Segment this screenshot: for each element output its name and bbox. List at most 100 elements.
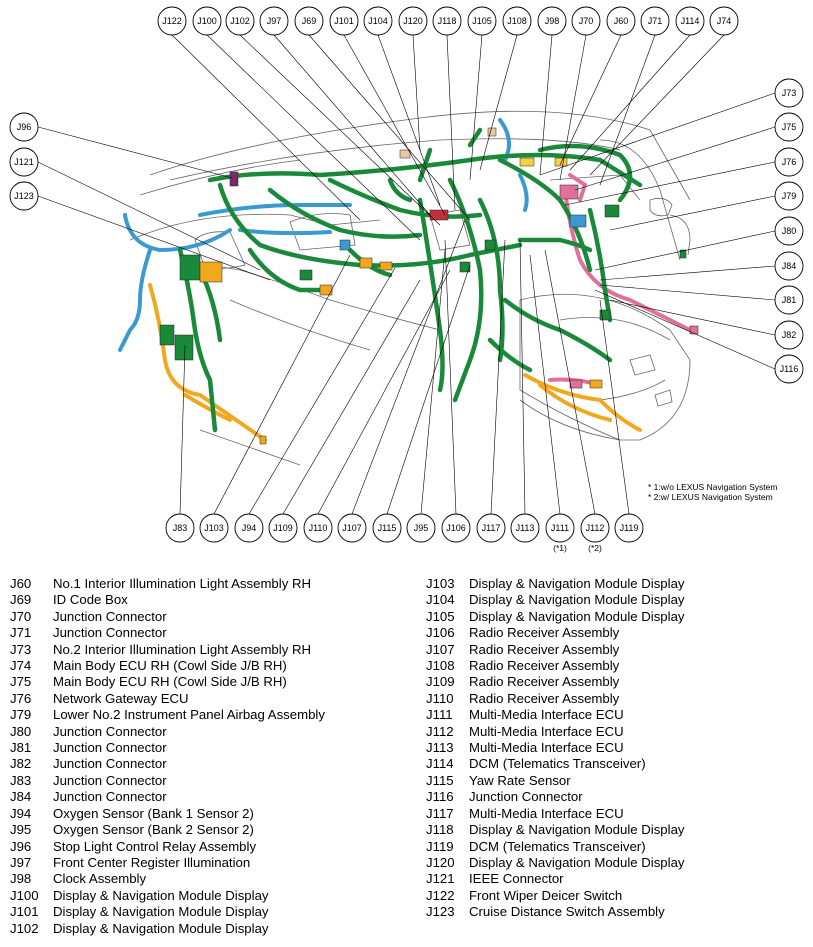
svg-text:J105: J105: [472, 16, 492, 26]
legend-description: Radio Receiver Assembly: [469, 674, 620, 690]
callout-j115: J115: [372, 513, 402, 543]
legend-description: Display & Navigation Module Display: [53, 887, 269, 903]
callout-j117: J117: [476, 513, 506, 543]
legend-code: J110: [426, 690, 454, 706]
svg-text:J69: J69: [302, 16, 317, 26]
callout-j121: J121: [9, 147, 39, 177]
leader-line: [317, 269, 451, 515]
legend-description: No.2 Interior Illumination Light Assembl…: [53, 641, 311, 657]
legend-description: Radio Receiver Assembly: [469, 641, 620, 657]
legend-code: J98: [10, 871, 32, 887]
connector-blocks: [159, 127, 699, 445]
legend-code: J114: [426, 756, 454, 772]
leader-line: [519, 239, 526, 515]
legend-description: Multi-Media Interface ECU: [469, 707, 624, 723]
svg-text:J120: J120: [403, 16, 423, 26]
legend-code: J109: [426, 674, 455, 690]
legend-description: Display & Navigation Module Display: [53, 904, 269, 920]
callout-j79: J79: [774, 181, 804, 211]
legend-description: Junction Connector: [53, 723, 167, 739]
svg-text:J98: J98: [545, 16, 560, 26]
callout-j84: J84: [774, 251, 804, 281]
legend-code: J60: [10, 576, 32, 591]
callout-j96: J96: [9, 112, 39, 142]
callout-j73: J73: [774, 78, 804, 108]
leader-line: [574, 126, 776, 191]
svg-text:J97: J97: [267, 16, 282, 26]
svg-text:J116: J116: [780, 364, 799, 374]
legend-row: J111 Multi-Media Interface ECU: [426, 707, 806, 723]
legend-code: J75: [10, 674, 32, 690]
svg-text:J121: J121: [14, 157, 34, 167]
leader-line: [599, 284, 776, 301]
legend-description: Radio Receiver Assembly: [469, 658, 620, 674]
svg-text:J109: J109: [273, 523, 293, 533]
leader-line: [609, 195, 776, 231]
legend-description: DCM (Telematics Transceiver): [469, 756, 646, 772]
legend-description: Multi-Media Interface ECU: [469, 805, 624, 821]
legend-row: J98 Clock Assembly: [10, 871, 410, 887]
svg-text:J118: J118: [438, 16, 457, 26]
svg-text:J101: J101: [334, 16, 354, 26]
legend-code: J113: [426, 740, 454, 756]
legend-description: Junction Connector: [469, 789, 583, 805]
legend-description: Display & Navigation Module Display: [469, 592, 685, 608]
legend-description: Display & Navigation Module Display: [469, 822, 685, 838]
leader-line: [171, 34, 361, 221]
legend-code: J112: [426, 723, 454, 739]
callout-j102: J102: [225, 6, 255, 36]
legend-description: Oxygen Sensor (Bank 1 Sensor 2): [53, 805, 254, 821]
svg-text:J122: J122: [162, 16, 182, 26]
legend-code: J74: [10, 658, 32, 674]
leader-line: [564, 161, 776, 206]
callout-j60: J60: [606, 6, 636, 36]
svg-text:J119: J119: [620, 523, 639, 533]
legend-code: J122: [426, 887, 455, 903]
leader-line: [569, 34, 691, 171]
leader-line: [529, 254, 561, 515]
callout-j109: J109: [268, 513, 298, 543]
callout-j118: J118: [432, 6, 462, 36]
svg-text:J76: J76: [782, 157, 797, 167]
callout-j70: J70: [571, 6, 601, 36]
callout-j107: J107: [337, 513, 367, 543]
svg-text:J112: J112: [586, 523, 605, 533]
note-1: * 1:w/o LEXUS Navigation System: [648, 482, 777, 492]
legend-description: Clock Assembly: [53, 871, 147, 887]
leader-line: [444, 239, 457, 515]
legend-description: Oxygen Sensor (Bank 2 Sensor 2): [53, 822, 254, 838]
callout-j71: J71: [640, 6, 670, 36]
callout-j94: J94: [234, 513, 264, 543]
legend-description: Lower No.2 Instrument Panel Airbag Assem…: [53, 707, 325, 723]
legend-description: Junction Connector: [53, 625, 167, 641]
callout-j106: J106: [441, 513, 471, 543]
legend-code: J111: [426, 707, 453, 723]
legend-code: J100: [10, 887, 39, 903]
legend-description: Front Center Register Illumination: [53, 854, 251, 870]
legend-code: J103: [426, 576, 455, 591]
legend-description: Yaw Rate Sensor: [469, 772, 571, 788]
leader-line: [539, 92, 776, 176]
leader-line: [589, 34, 725, 176]
callout-j113: J113: [510, 513, 540, 543]
legend-code: J116: [426, 789, 454, 805]
legend-row: J109 Radio Receiver Assembly: [426, 674, 806, 690]
callout-j116: J116: [774, 354, 804, 384]
green-harness: [177, 127, 643, 433]
leader-line: [599, 265, 776, 281]
legend-description: Network Gateway ECU: [53, 690, 189, 706]
